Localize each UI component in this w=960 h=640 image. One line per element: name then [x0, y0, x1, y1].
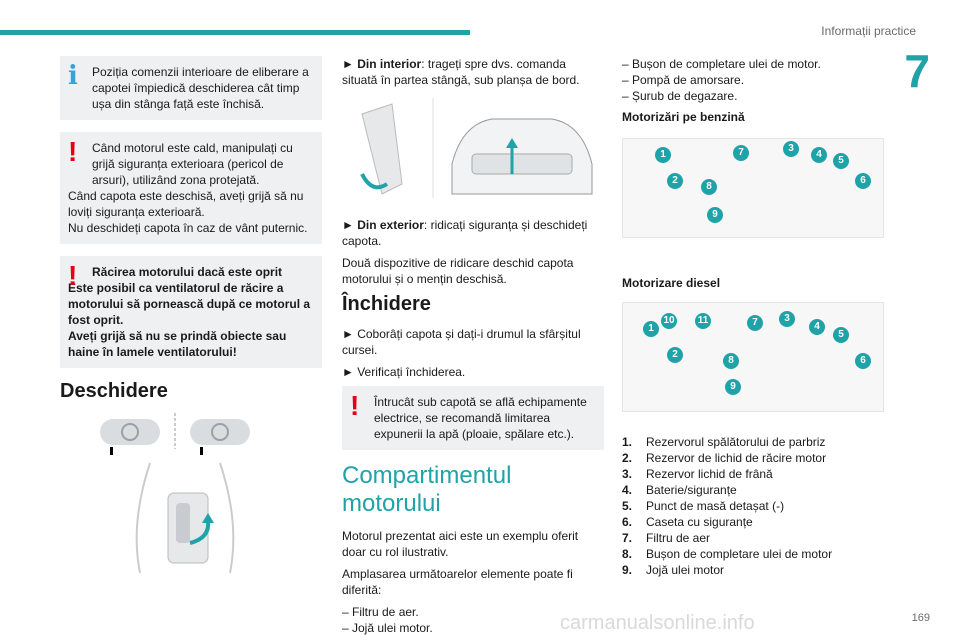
callout-badge: 5 [833, 327, 849, 343]
closing-step-1: ► Coborâți capota și dați-i drumul la sf… [342, 327, 581, 357]
callout-badge: 2 [667, 173, 683, 189]
legend-item: 1.Rezervorul spălătorului de parbriz [622, 435, 826, 449]
legend-item: 3.Rezervor lichid de frână [622, 467, 773, 481]
callout-badge: 6 [855, 173, 871, 189]
legend-item: 4.Baterie/siguranțe [622, 483, 737, 497]
callout-badge: 2 [667, 347, 683, 363]
callout-badge: 8 [723, 353, 739, 369]
engine-dash-list: – Filtru de aer. – Jojă ulei motor. [342, 604, 604, 636]
warning-text: Când motorul este cald, manipulați cu gr… [92, 141, 293, 187]
warning-icon: ! [68, 136, 78, 167]
warning-icon: ! [68, 260, 78, 291]
legend-item: 8.Bușon de completare ulei de motor [622, 547, 833, 561]
column-3: – Bușon de completare ulei de motor. – P… [622, 56, 884, 578]
callout-badge: 4 [809, 319, 825, 335]
warning-text: Nu deschideți capota în caz de vânt pute… [68, 221, 308, 235]
callout-badge: 8 [701, 179, 717, 195]
closing-step-2: ► Verificați închiderea. [342, 365, 466, 379]
engine-paragraph: Amplasarea următoarelor elemente poate f… [342, 567, 573, 597]
warning-icon: ! [350, 390, 360, 421]
warning-text: Când capota este deschisă, aveți grijă s… [68, 189, 304, 219]
section-title: Informații practice [821, 24, 916, 38]
column-1: i Poziția comenzii interioare de elibera… [60, 56, 322, 588]
callout-badge: 7 [733, 145, 749, 161]
hood-release-illustration [100, 413, 250, 574]
legend-item: 5.Punct de masă detașat (-) [622, 499, 785, 513]
info-note-text: Poziția comenzii interioare de eliberare… [92, 65, 309, 111]
list-item: – Filtru de aer. [342, 605, 419, 619]
warning-note-electrical: ! Întrucât sub capotă se află echipament… [342, 386, 604, 450]
callout-badge: 1 [643, 321, 659, 337]
callout-badge: 7 [747, 315, 763, 331]
watermark: carmanualsonline.info [560, 612, 755, 634]
steering-wheel-icon [190, 419, 250, 445]
legend-item: 9.Jojă ulei motor [622, 563, 725, 577]
callout-badge: 9 [725, 379, 741, 395]
arrow-icon [360, 173, 389, 190]
warning-title: Răcirea motorului dacă este oprit [92, 265, 283, 279]
callout-badge: 11 [695, 313, 711, 329]
callout-badge: 1 [655, 147, 671, 163]
list-item: – Pompă de amorsare. [622, 73, 745, 87]
legend-item: 2.Rezervor de lichid de răcire motor [622, 451, 827, 465]
warning-text: Este posibil ca ventilatorul de răcire a… [68, 281, 311, 327]
list-item: – Bușon de completare ulei de motor. [622, 57, 821, 71]
exterior-text: : ridicați siguranța și deschideți capot… [342, 218, 588, 248]
latch-part [361, 103, 403, 195]
info-note: i Poziția comenzii interioare de elibera… [60, 56, 322, 120]
callout-badge: 6 [855, 353, 871, 369]
interior-label: ► Din interior [342, 57, 422, 71]
exterior-text-2: Două dispozitive de ridicare deschid cap… [342, 256, 574, 286]
chapter-number: 7 [904, 45, 930, 97]
heading-petrol: Motorizări pe benzină [622, 110, 745, 124]
heading-engine-compartment: Compartimentul motorului [342, 462, 512, 517]
info-icon: i [68, 61, 78, 91]
exterior-label: ► Din exterior [342, 218, 424, 232]
callout-badge: 10 [661, 313, 677, 329]
page-number: 169 [911, 612, 930, 624]
heading-opening: Deschidere [60, 380, 168, 402]
warning-note-fan: ! Răcirea motorului dacă este oprit Este… [60, 256, 322, 368]
column-2: ► Din interior: trageți spre dvs. comand… [342, 56, 604, 636]
arrow-icon [189, 520, 211, 545]
petrol-engine-illustration: 1 2 7 3 4 5 6 8 9 [622, 138, 884, 238]
callout-badge: 3 [783, 141, 799, 157]
interior-text: : trageți spre dvs. comanda situată în p… [342, 57, 580, 87]
component-legend: 1.Rezervorul spălătorului de parbriz 2.R… [622, 434, 884, 578]
hood-latch-illustration [360, 98, 593, 198]
heading-diesel: Motorizare diesel [622, 276, 721, 290]
interior-instruction: ► Din interior: trageți spre dvs. comand… [342, 56, 604, 88]
list-item: – Jojă ulei motor. [342, 621, 433, 635]
warning-text: Aveți grijă să nu se prindă obiecte sau … [68, 329, 287, 359]
warning-note-hot-engine: ! Când motorul este cald, manipulați cu … [60, 132, 322, 244]
legend-item: 7.Filtru de aer [622, 531, 711, 545]
engine-paragraph: Motorul prezentat aici este un exemplu o… [342, 529, 579, 559]
heading-closing: Închidere [342, 293, 431, 315]
steering-wheel-icon [100, 419, 160, 445]
diesel-engine-illustration: 1 10 11 7 3 4 5 2 8 6 9 [622, 302, 884, 412]
callout-badge: 9 [707, 207, 723, 223]
header-accent-bar [0, 30, 470, 35]
callout-badge: 4 [811, 147, 827, 163]
list-item: – Șurub de degazare. [622, 89, 738, 103]
exterior-instruction: ► Din exterior: ridicați siguranța și de… [342, 217, 604, 249]
legend-item: 6.Caseta cu siguranțe [622, 515, 753, 529]
callout-badge: 3 [779, 311, 795, 327]
callout-badge: 5 [833, 153, 849, 169]
warning-text: Întrucât sub capotă se află echipamente … [374, 395, 587, 441]
engine-dash-list-cont: – Bușon de completare ulei de motor. – P… [622, 56, 884, 104]
